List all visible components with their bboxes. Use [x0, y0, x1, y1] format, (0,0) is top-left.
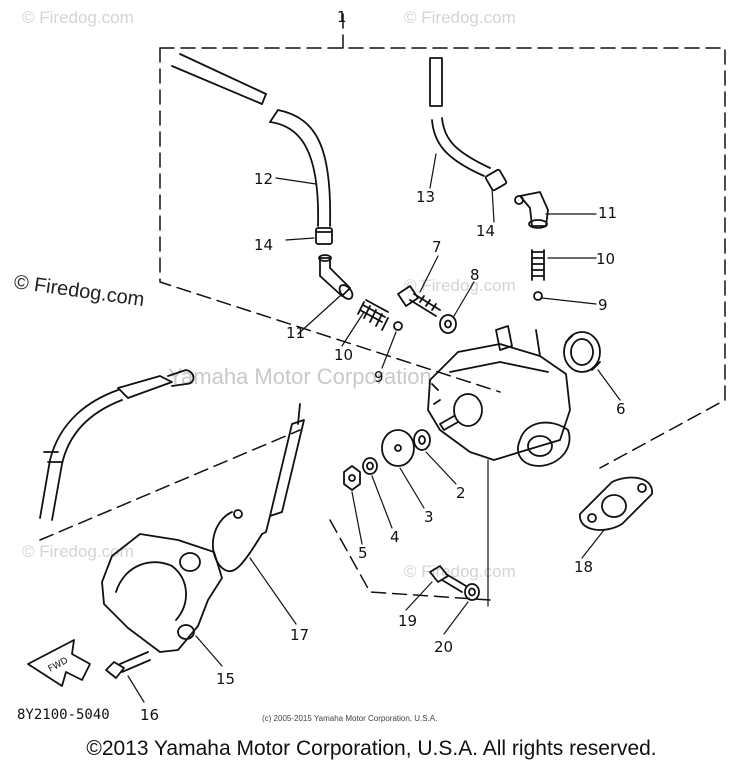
plate-3	[381, 429, 415, 467]
label-14-left: 14	[254, 236, 273, 254]
label-10-right: 10	[596, 250, 615, 268]
label-20: 20	[434, 638, 453, 656]
part-number-labels: 1 12 13 14 14 11 7 8 10 9 11 10 9 6 2 3 …	[47, 8, 626, 724]
label-15: 15	[216, 670, 235, 688]
label-18: 18	[574, 558, 593, 576]
label-11-left: 11	[286, 324, 305, 342]
hose-13	[429, 57, 491, 177]
group-outline	[39, 13, 726, 601]
catalog-number: 8Y2100-5040	[17, 707, 110, 723]
label-9-left: 9	[374, 368, 384, 386]
copyright-notice: ©2013 Yamaha Motor Corporation, U.S.A. A…	[86, 737, 657, 760]
yamaha-watermark: Yamaha Motor Corporation	[168, 364, 432, 389]
oil-line	[39, 369, 195, 521]
label-17: 17	[290, 626, 309, 644]
bolt-16	[105, 651, 151, 679]
cable-17	[211, 403, 305, 572]
bolt-19	[429, 565, 467, 593]
label-7: 7	[432, 238, 442, 256]
label-3: 3	[424, 508, 434, 526]
washer-2	[413, 429, 431, 451]
screw-7	[397, 285, 441, 317]
label-19: 19	[398, 612, 417, 630]
ball-9-left	[393, 321, 403, 331]
label-8: 8	[470, 266, 480, 284]
copyright-symbol: ©	[22, 8, 40, 27]
label-2: 2	[456, 484, 466, 502]
oil-seal-6	[563, 331, 601, 373]
pump-cover-15	[101, 533, 223, 653]
ball-9-right	[533, 291, 543, 301]
spring-10-left	[357, 299, 389, 331]
label-16: 16	[140, 706, 159, 724]
washer-8	[439, 314, 457, 334]
label-6: 6	[616, 400, 626, 418]
clamp-14-left	[315, 227, 333, 245]
elbow-11-right	[514, 191, 549, 229]
leader-lines	[127, 153, 621, 703]
label-5: 5	[358, 544, 368, 562]
watermark-lowleft: © Firedog.com	[22, 542, 134, 561]
copyright-symbol: ©	[404, 8, 422, 27]
watermark-topleft: © Firedog.com	[22, 8, 134, 27]
oil-pump-body	[427, 325, 571, 467]
gasket-18	[579, 476, 653, 531]
watermark-topcenter: © Firedog.com	[404, 8, 516, 27]
label-1: 1	[337, 8, 347, 26]
copyright-symbol: ©	[404, 562, 422, 581]
label-11-right: 11	[598, 204, 617, 222]
washer-4	[362, 457, 378, 475]
label-12: 12	[254, 170, 273, 188]
small-copyright: (c) 2005-2015 Yamaha Motor Corporation, …	[262, 714, 438, 723]
copyright-symbol: ©	[22, 542, 40, 561]
watermark-lowright: © Firedog.com	[404, 562, 516, 581]
hose-12	[171, 53, 332, 227]
fwd-arrow-icon	[27, 639, 91, 687]
washer-20	[464, 583, 480, 601]
label-13: 13	[416, 188, 435, 206]
label-14-right: 14	[476, 222, 495, 240]
label-4: 4	[390, 528, 400, 546]
label-10-left: 10	[334, 346, 353, 364]
elbow-11-left	[318, 254, 354, 300]
label-9-right: 9	[598, 296, 608, 314]
spring-10-right	[531, 249, 545, 281]
nut-5	[343, 465, 361, 491]
clamp-14-right	[484, 168, 508, 192]
